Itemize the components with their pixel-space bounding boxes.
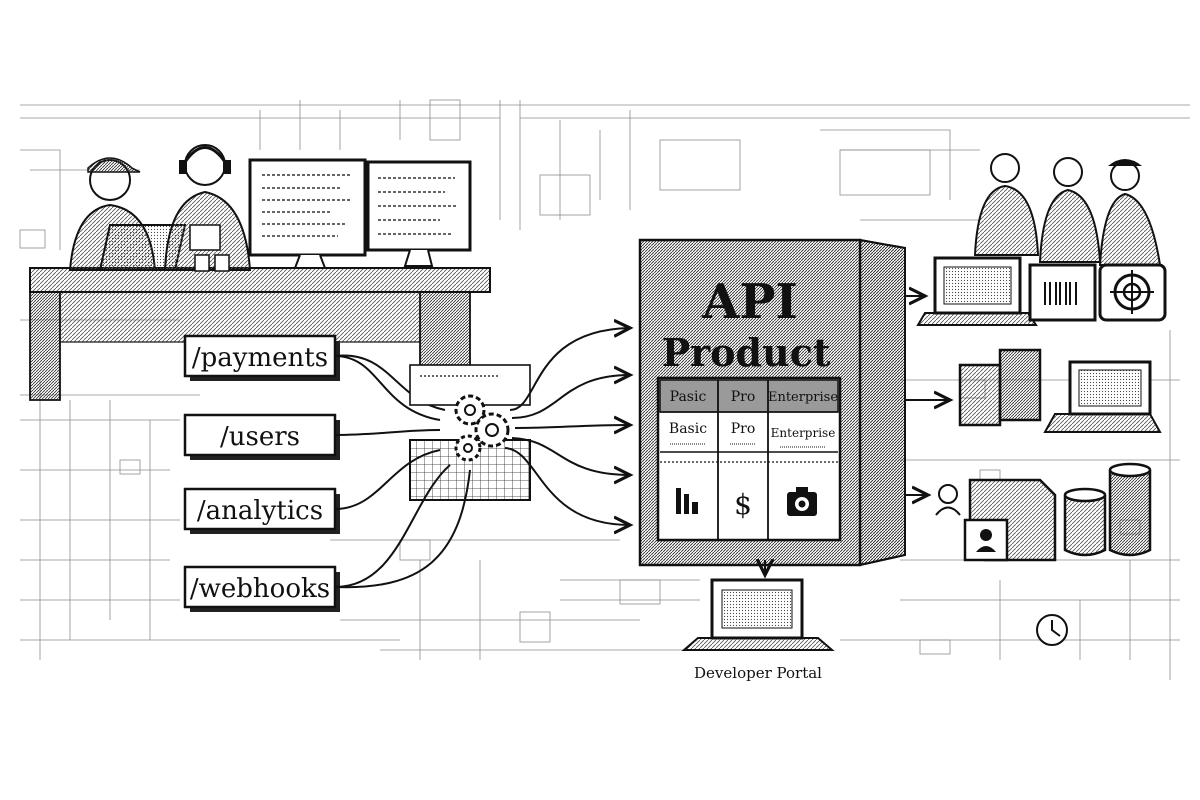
- product-to-consumers-arrows: [905, 296, 950, 495]
- endpoint-webhooks: /webhooks: [183, 565, 340, 612]
- monitor-right: [366, 160, 472, 267]
- person-suit-2: [1038, 157, 1102, 263]
- bar-chart-icon: [676, 488, 698, 514]
- user-badge-icon: [935, 484, 961, 516]
- integration-hub: [409, 364, 531, 501]
- endpoint-payments-label: /payments: [192, 343, 328, 373]
- laptop-consumer-1: [916, 256, 1038, 326]
- laptop-consumer-2: [1043, 360, 1162, 433]
- tier-header-enterprise: Enterprise: [768, 390, 838, 405]
- person-cap-3: [1098, 159, 1162, 266]
- kiosk-device: [963, 478, 1057, 562]
- developer-person-headset: [163, 144, 252, 272]
- api-product-box: API Product Pasic Pro Enterprise Basic P…: [638, 238, 906, 567]
- tier-name-enterprise: Enterprise: [771, 426, 836, 440]
- endpoint-users: /users: [183, 413, 340, 460]
- product-title-line2: Product: [662, 330, 831, 375]
- tablet-barcode: [1028, 263, 1097, 322]
- monitor-left: [248, 158, 367, 269]
- tier-header-basic: Pasic: [670, 389, 707, 405]
- database-cylinders: [1063, 462, 1152, 557]
- gear-icon: [454, 394, 510, 462]
- stakeholders-illustration: [973, 153, 1162, 266]
- dollar-icon: $: [734, 488, 752, 521]
- endpoints-group: /payments /users /analytics /webhooks: [183, 334, 340, 612]
- camera-icon: [787, 487, 817, 516]
- product-title-line1: API: [701, 274, 798, 330]
- consumer-devices: [916, 256, 1167, 646]
- tier-name-pro: Pro: [731, 421, 756, 437]
- tier-header-pro: Pro: [731, 389, 756, 405]
- developers-workstation-illustration: [29, 144, 491, 401]
- endpoint-webhooks-label: /webhooks: [190, 574, 330, 604]
- tier-name-basic: Basic: [669, 421, 707, 437]
- clock-icon: [1036, 614, 1068, 646]
- endpoint-users-label: /users: [220, 422, 300, 452]
- pricing-tiers-table: Pasic Pro Enterprise Basic Pro Enterpris…: [656, 376, 842, 542]
- developer-portal-laptop: [681, 578, 835, 651]
- endpoint-analytics: /analytics: [183, 487, 340, 534]
- endpoint-analytics-label: /analytics: [197, 496, 323, 526]
- hub-to-product-arrows: [504, 328, 630, 525]
- developer-portal-label: Developer Portal: [694, 664, 822, 682]
- person-suit-1: [973, 153, 1040, 256]
- server-stack: [958, 348, 1042, 427]
- developer-person-cap: [68, 157, 187, 271]
- endpoint-payments: /payments: [183, 334, 340, 381]
- target-device: [1098, 263, 1167, 322]
